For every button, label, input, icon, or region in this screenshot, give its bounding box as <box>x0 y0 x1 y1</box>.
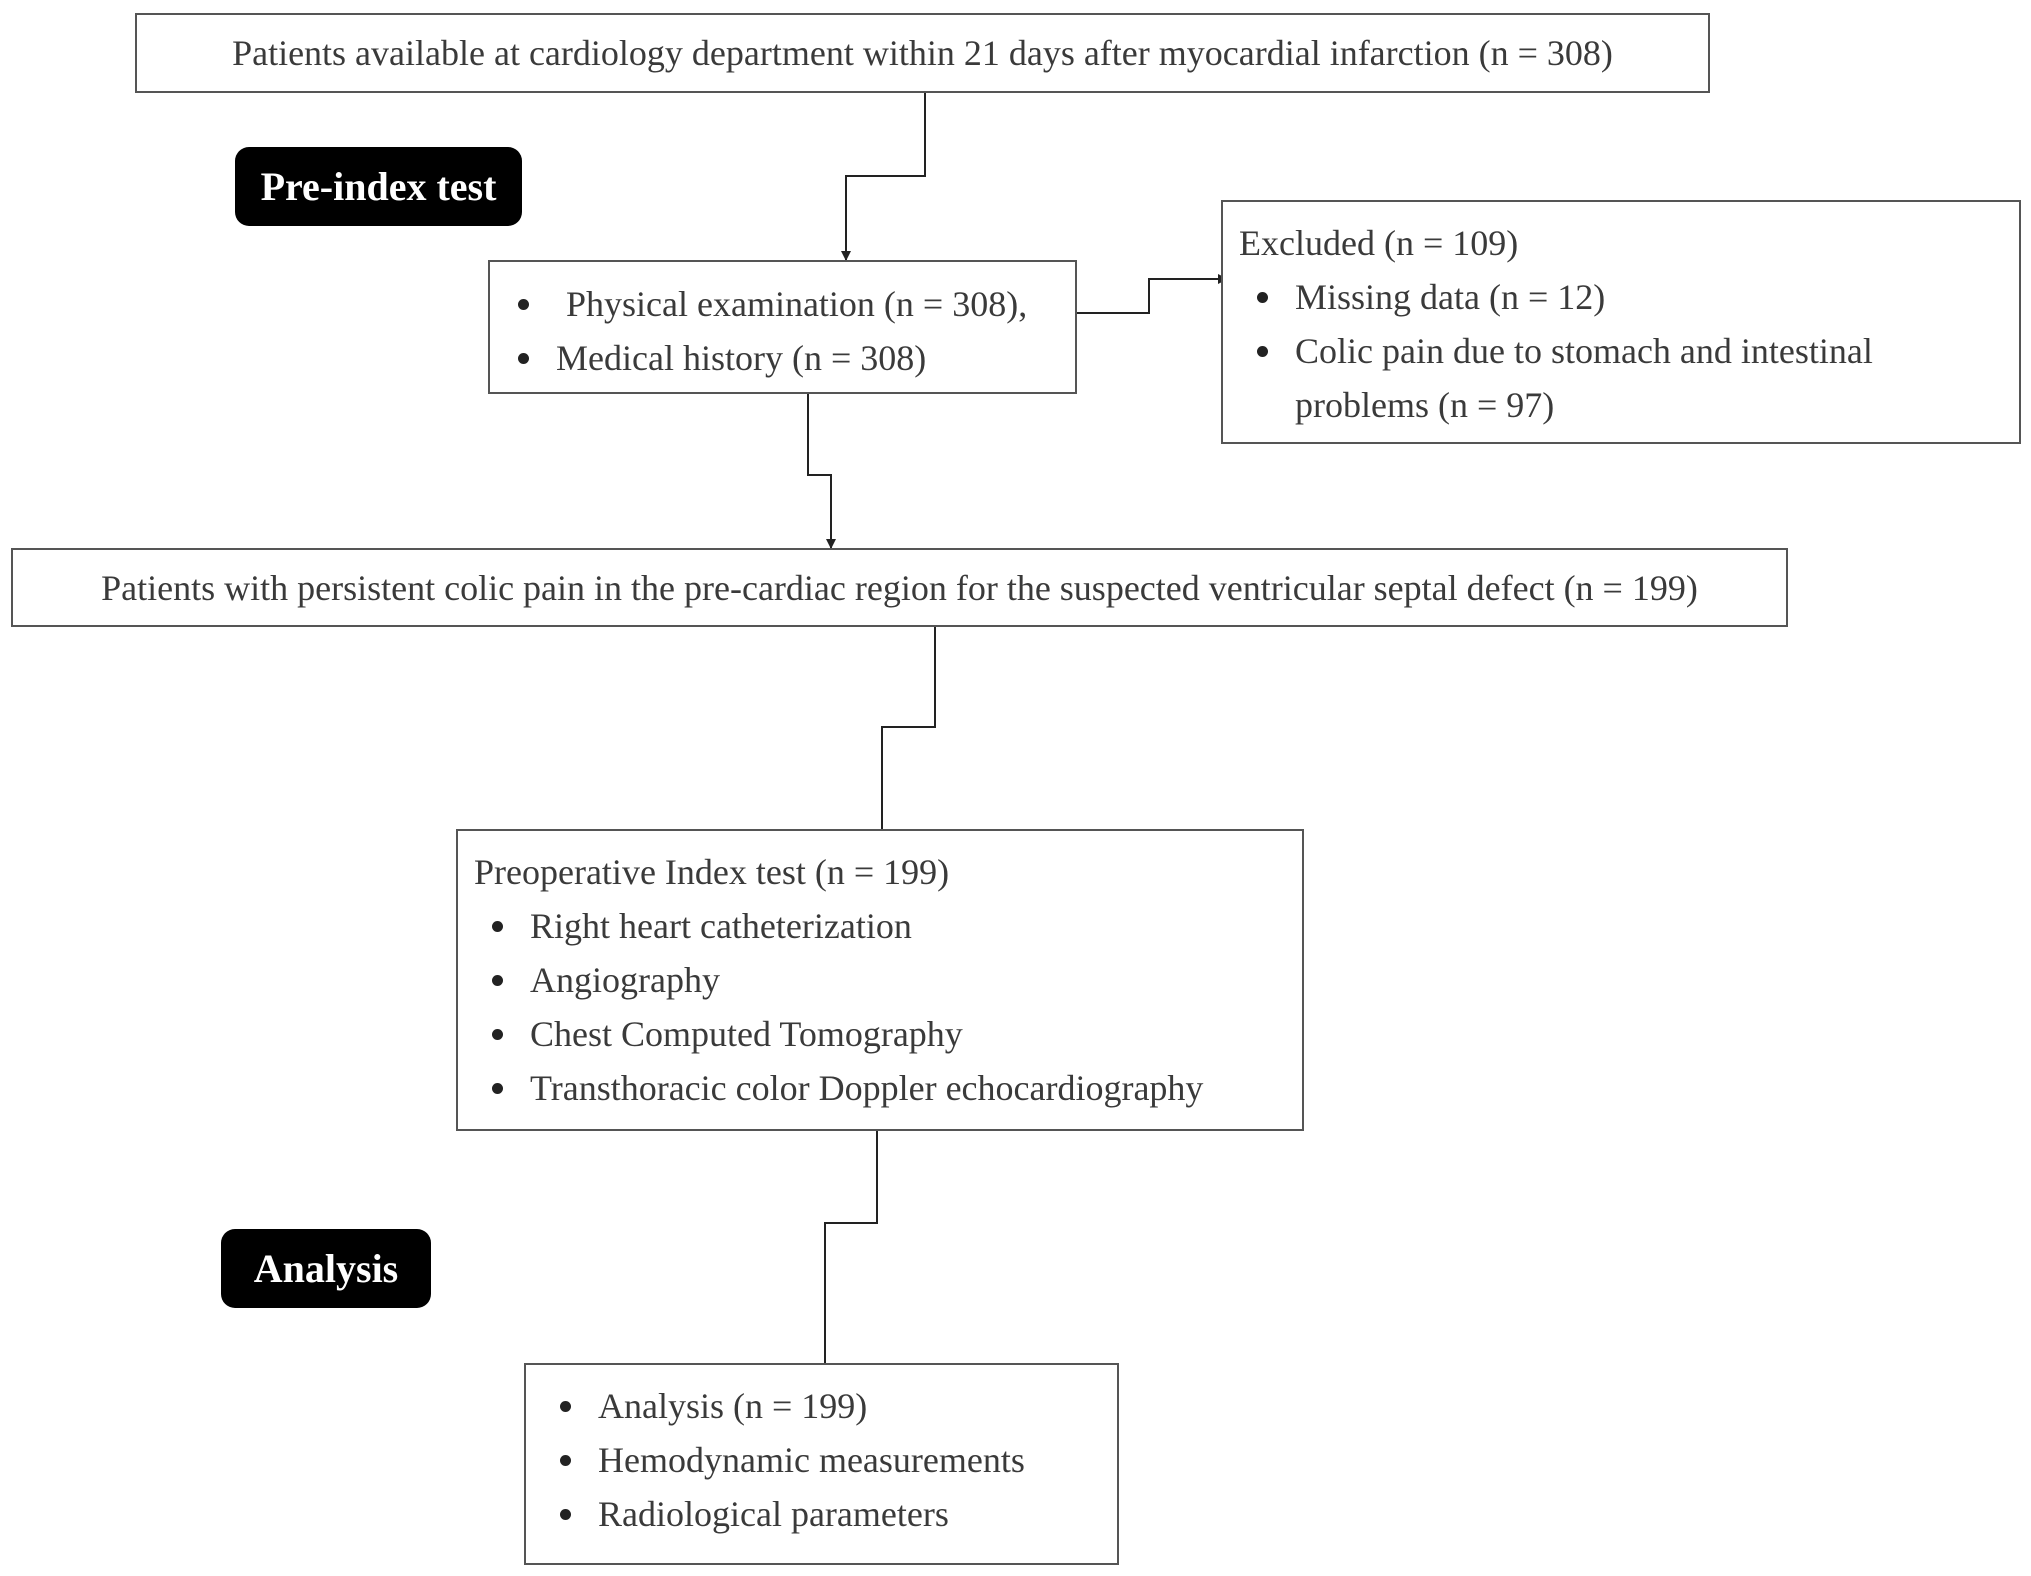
stage-badge-analysis: Analysis <box>221 1229 431 1308</box>
list-item: Analysis (n = 199) <box>542 1379 1117 1433</box>
list-item: Colic pain due to stomach and intestinal… <box>1239 324 1919 432</box>
examination-list: Physical examination (n = 308), Medical … <box>500 277 1075 385</box>
analysis-list: Analysis (n = 199) Hemodynamic measureme… <box>542 1379 1117 1541</box>
index-test-heading: Preoperative Index test (n = 199) <box>474 852 950 892</box>
index-test-list: Right heart catheterization Angiography … <box>474 899 1302 1115</box>
arrow-examination-to-persistent-pain <box>807 394 836 549</box>
patients-available-text: Patients available at cardiology departm… <box>232 33 1613 73</box>
persistent-pain-text: Patients with persistent colic pain in t… <box>101 567 1698 608</box>
excluded-list: Missing data (n = 12) Colic pain due to … <box>1239 270 1919 432</box>
excluded-heading: Excluded (n = 109) <box>1239 223 1519 263</box>
line-index-test-to-analysis <box>824 1131 878 1363</box>
box-persistent-pain: Patients with persistent colic pain in t… <box>11 548 1788 627</box>
line-persistent-pain-to-index-test <box>881 627 936 829</box>
list-item: Medical history (n = 308) <box>500 331 1075 385</box>
list-item: Radiological parameters <box>542 1487 1117 1541</box>
box-index-test: Preoperative Index test (n = 199) Right … <box>456 829 1304 1131</box>
box-analysis: Analysis (n = 199) Hemodynamic measureme… <box>524 1363 1119 1565</box>
arrow-examination-to-excluded <box>1077 274 1228 314</box>
box-patients-available: Patients available at cardiology departm… <box>135 13 1710 93</box>
box-examination: Physical examination (n = 308), Medical … <box>488 260 1077 394</box>
stage-badge-pre-index: Pre-index test <box>235 147 522 226</box>
box-excluded: Excluded (n = 109) Missing data (n = 12)… <box>1221 200 2021 444</box>
arrow-available-to-examination <box>841 93 926 261</box>
list-item: Missing data (n = 12) <box>1239 270 1919 324</box>
list-item: Physical examination (n = 308), <box>500 277 1075 331</box>
list-item: Angiography <box>474 953 1302 1007</box>
list-item: Chest Computed Tomography <box>474 1007 1302 1061</box>
list-item: Right heart catheterization <box>474 899 1302 953</box>
list-item: Hemodynamic measurements <box>542 1433 1117 1487</box>
list-item: Transthoracic color Doppler echocardiogr… <box>474 1061 1302 1115</box>
